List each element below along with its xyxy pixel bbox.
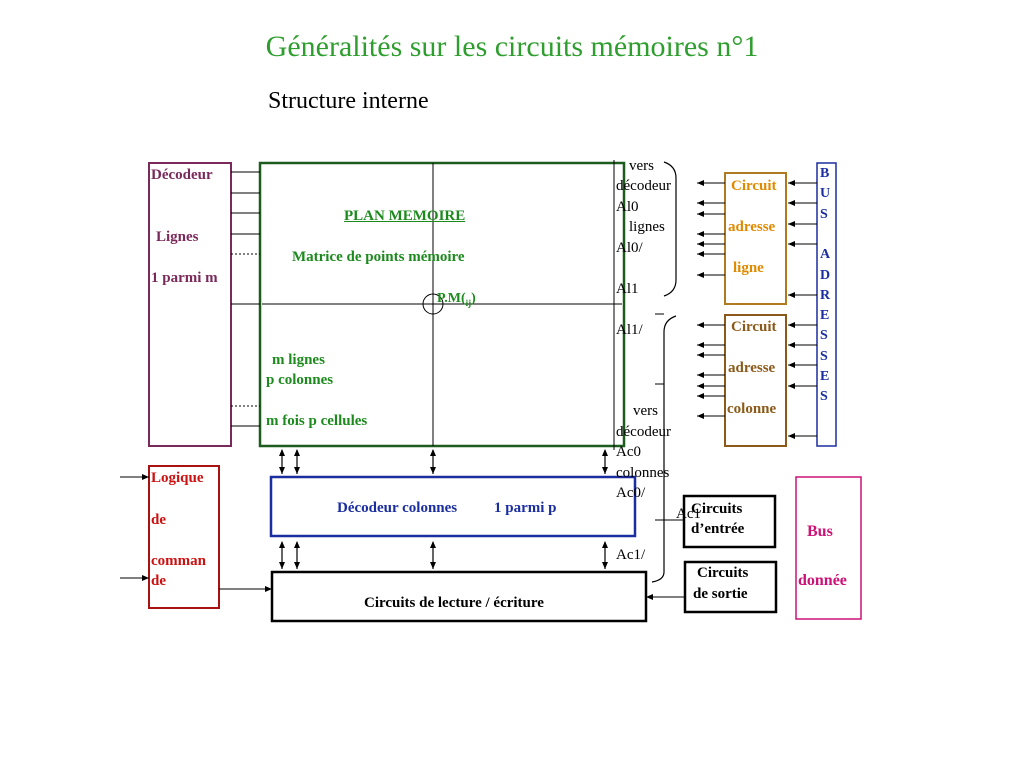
addr-ac1: Ac1 [676, 506, 701, 522]
col-addr-circuit-l2: adresse [728, 360, 776, 376]
data-bus-l2: donnée [798, 572, 847, 589]
column-decoder-select: 1 parmi p [494, 500, 557, 516]
column-decoder-label: Décodeur colonnes [337, 500, 458, 516]
input-circuits-l2: d’entrée [691, 521, 745, 537]
memory-rows-label: m lignes [272, 352, 325, 368]
address-bus-letter: E [820, 369, 830, 384]
row-address-circuit-box [724, 172, 787, 305]
rw-circuits-label: Circuits de lecture / écriture [364, 595, 544, 611]
addr-ac0n: Ac0/ [616, 485, 646, 501]
control-logic-l4: de [151, 573, 166, 589]
row-decoder-label: Décodeur [151, 167, 213, 183]
address-bus-letter: D [820, 267, 831, 283]
output-circuits-l2: de sortie [693, 586, 748, 602]
memory-plane-heading: PLAN MEMOIRE [344, 208, 466, 224]
column-decoder-box [269, 475, 637, 538]
addr-lignes: lignes [629, 219, 665, 235]
address-bus-letter: S [820, 389, 828, 405]
input-circuits-l1: Circuits [691, 501, 743, 517]
col-addr-circuit-l1: Circuit [731, 319, 777, 335]
control-logic-l1: Logique [151, 470, 204, 486]
col-addr-circuit-l3: colonne [727, 401, 777, 417]
addr-decodeur-1: décodeur [616, 178, 671, 194]
page-title: Généralités sur les circuits mémoires n°… [265, 30, 759, 63]
control-logic-l3: comman [151, 553, 206, 569]
row-decoder-lines: Lignes [156, 229, 199, 245]
address-bus-box [816, 162, 837, 447]
addr-vers-2: vers [633, 403, 658, 419]
address-bus-letter: U [820, 186, 831, 202]
memory-point-end: ) [471, 291, 476, 306]
memory-point-label: P.M(ij) [437, 292, 476, 308]
control-logic-box [148, 465, 220, 609]
address-bus-letter: A [820, 247, 831, 263]
memory-point-text: P.M( [437, 291, 466, 306]
addr-vers-1: vers [629, 158, 654, 174]
address-bus-letter: B [820, 166, 830, 181]
address-bus-letter: R [820, 287, 831, 303]
addr-colonnes: colonnes [616, 465, 670, 481]
data-bus-box [795, 476, 862, 620]
row-addr-circuit-l1: Circuit [731, 178, 777, 194]
addr-decodeur-2: décodeur [616, 424, 671, 440]
memory-point-circle [422, 293, 444, 315]
control-logic-l2: de [151, 512, 166, 528]
memory-cols-label: p colonnes [266, 372, 334, 388]
memory-point-index: ij [465, 297, 472, 308]
output-circuits-l1: Circuits [697, 565, 749, 581]
row-decoder-select: 1 parmi m [151, 270, 218, 286]
address-bus-letter: S [820, 328, 828, 344]
addr-al0n: Al0/ [616, 240, 643, 256]
addr-al0: Al0 [616, 199, 639, 215]
col-address-circuit-box [724, 314, 787, 447]
row-addr-circuit-l2: adresse [728, 219, 776, 235]
addr-ac0: Ac0 [616, 444, 641, 460]
memory-matrix-label: Matrice de points mémoire [292, 249, 465, 265]
addr-al1n: Al1/ [616, 322, 643, 338]
address-bus-letter: S [820, 348, 828, 364]
output-circuits-box [683, 560, 778, 614]
page-subtitle: Structure interne [268, 88, 429, 114]
addr-ac1n: Ac1/ [616, 547, 646, 563]
memory-cells-label: m fois p cellules [266, 413, 368, 429]
row-addr-circuit-l3: ligne [733, 260, 764, 276]
address-bus-letter: S [820, 206, 828, 222]
input-circuits-box [682, 494, 777, 549]
address-bus-letter: E [820, 308, 830, 324]
addr-al1: Al1 [616, 281, 639, 297]
data-bus-l1: Bus [807, 523, 833, 540]
row-decoder-box [148, 162, 232, 447]
